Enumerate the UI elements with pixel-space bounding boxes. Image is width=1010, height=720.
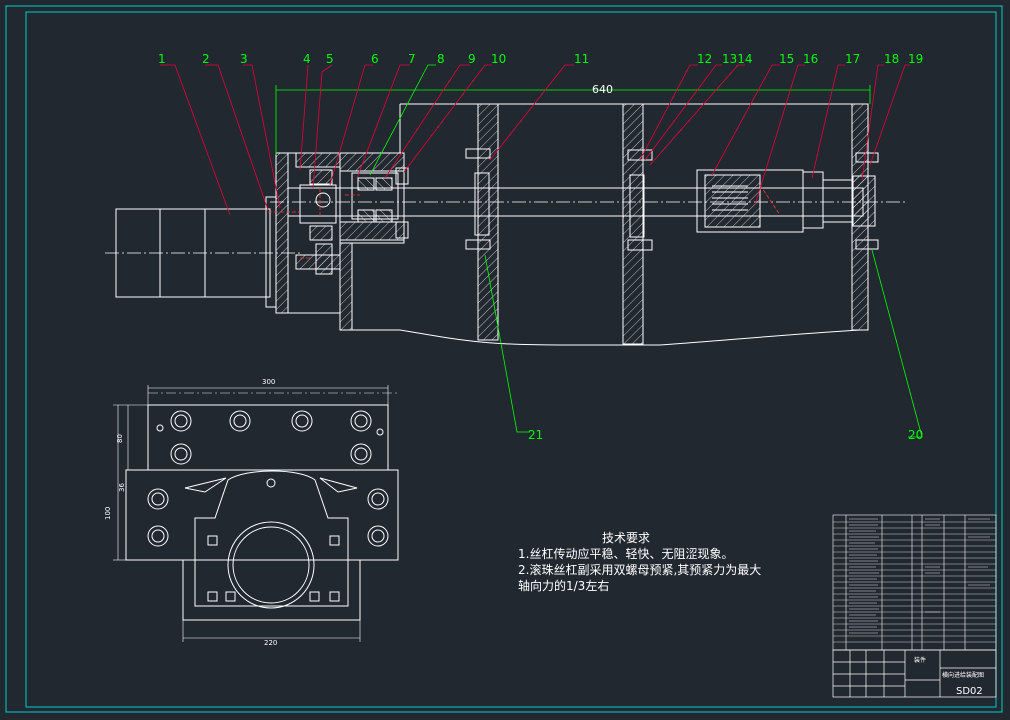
technical-requirement-line: 2.滚珠丝杠副采用双螺母预紧,其预紧力为最大 [518, 563, 762, 577]
part-label: 1314 [722, 52, 753, 66]
part-label: 11 [574, 52, 589, 66]
part-label: 19 [908, 52, 923, 66]
inner-frame [25, 11, 997, 708]
main-section-view [115, 103, 879, 346]
part-label: 8 [437, 52, 445, 66]
dimension-left-a: 80 [116, 434, 124, 443]
dimension-base-width: 300 [262, 378, 275, 386]
part-label: 1 [158, 52, 166, 66]
dimension-left-b: 36 [118, 483, 126, 492]
part-label: 7 [408, 52, 416, 66]
title-block-assembly-label: 装件 [914, 656, 926, 664]
title-block [832, 649, 997, 698]
plan-view [125, 404, 399, 621]
leader-lines [160, 64, 910, 216]
nut-bracket-2 [622, 103, 644, 345]
part-label: 12 [697, 52, 712, 66]
plan-dimensions [113, 385, 389, 642]
part-label: 4 [303, 52, 311, 66]
part-label: 21 [528, 428, 543, 442]
technical-requirement-line: 轴向力的1/3左右 [518, 579, 610, 593]
hidden-lines [268, 184, 781, 259]
bracket-plate [194, 470, 349, 607]
part-label: 20 [908, 428, 923, 442]
outer-frame [5, 5, 1003, 713]
carriage-outline [340, 103, 869, 346]
part-label: 15 [779, 52, 794, 66]
part-labels: 1 2 3 4 5 6 7 8 9 10 11 12 1314 15 16 17… [158, 52, 923, 442]
part-label: 5 [326, 52, 334, 66]
dimension-base-bottom: 220 [264, 639, 277, 647]
part-label: 18 [884, 52, 899, 66]
part-label: 2 [202, 52, 210, 66]
nut-bracket-1 [477, 103, 499, 341]
part-label: 6 [371, 52, 379, 66]
technical-requirements-title: 技术要求 [602, 531, 651, 545]
part-label: 10 [491, 52, 506, 66]
motor-flange [265, 196, 277, 308]
centerlines [105, 201, 905, 394]
dimension-base-height: 100 [104, 507, 112, 520]
part-label: 9 [468, 52, 476, 66]
technical-requirement-line: 1.丝杠传动应平稳、轻快、无阻涩现象。 [518, 547, 734, 561]
overall-dimension [275, 85, 871, 155]
dimension-overall: 640 [592, 83, 613, 96]
part-label: 16 [803, 52, 818, 66]
parts-list [832, 514, 997, 651]
part-label: 17 [845, 52, 860, 66]
part-label: 3 [240, 52, 248, 66]
leader-lines-green [369, 64, 923, 438]
technical-requirements: 技术要求 1.丝杠传动应平稳、轻快、无阻涩现象。 2.滚珠丝杠副采用双螺母预紧,… [518, 530, 761, 594]
base-outline [125, 404, 399, 621]
title-block-drawing-name: 横向进给装配图 [942, 671, 984, 679]
title-block-drawing-number: SD02 [956, 686, 983, 697]
